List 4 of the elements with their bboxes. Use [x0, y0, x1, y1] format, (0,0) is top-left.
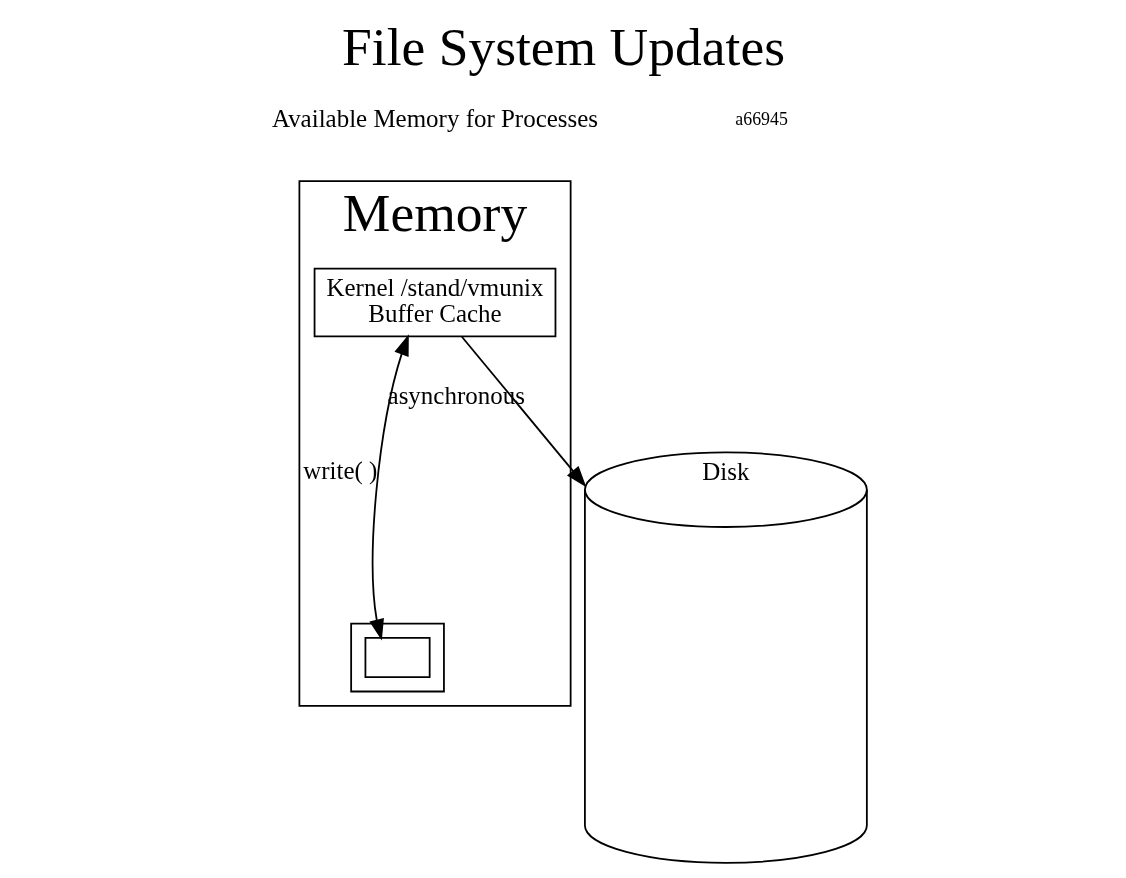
label: a66945 [734, 108, 788, 129]
label: Available Memory for Processes [271, 105, 598, 133]
diagram-title: File System Updates [341, 17, 785, 78]
edge-label: write( ) [302, 456, 377, 484]
